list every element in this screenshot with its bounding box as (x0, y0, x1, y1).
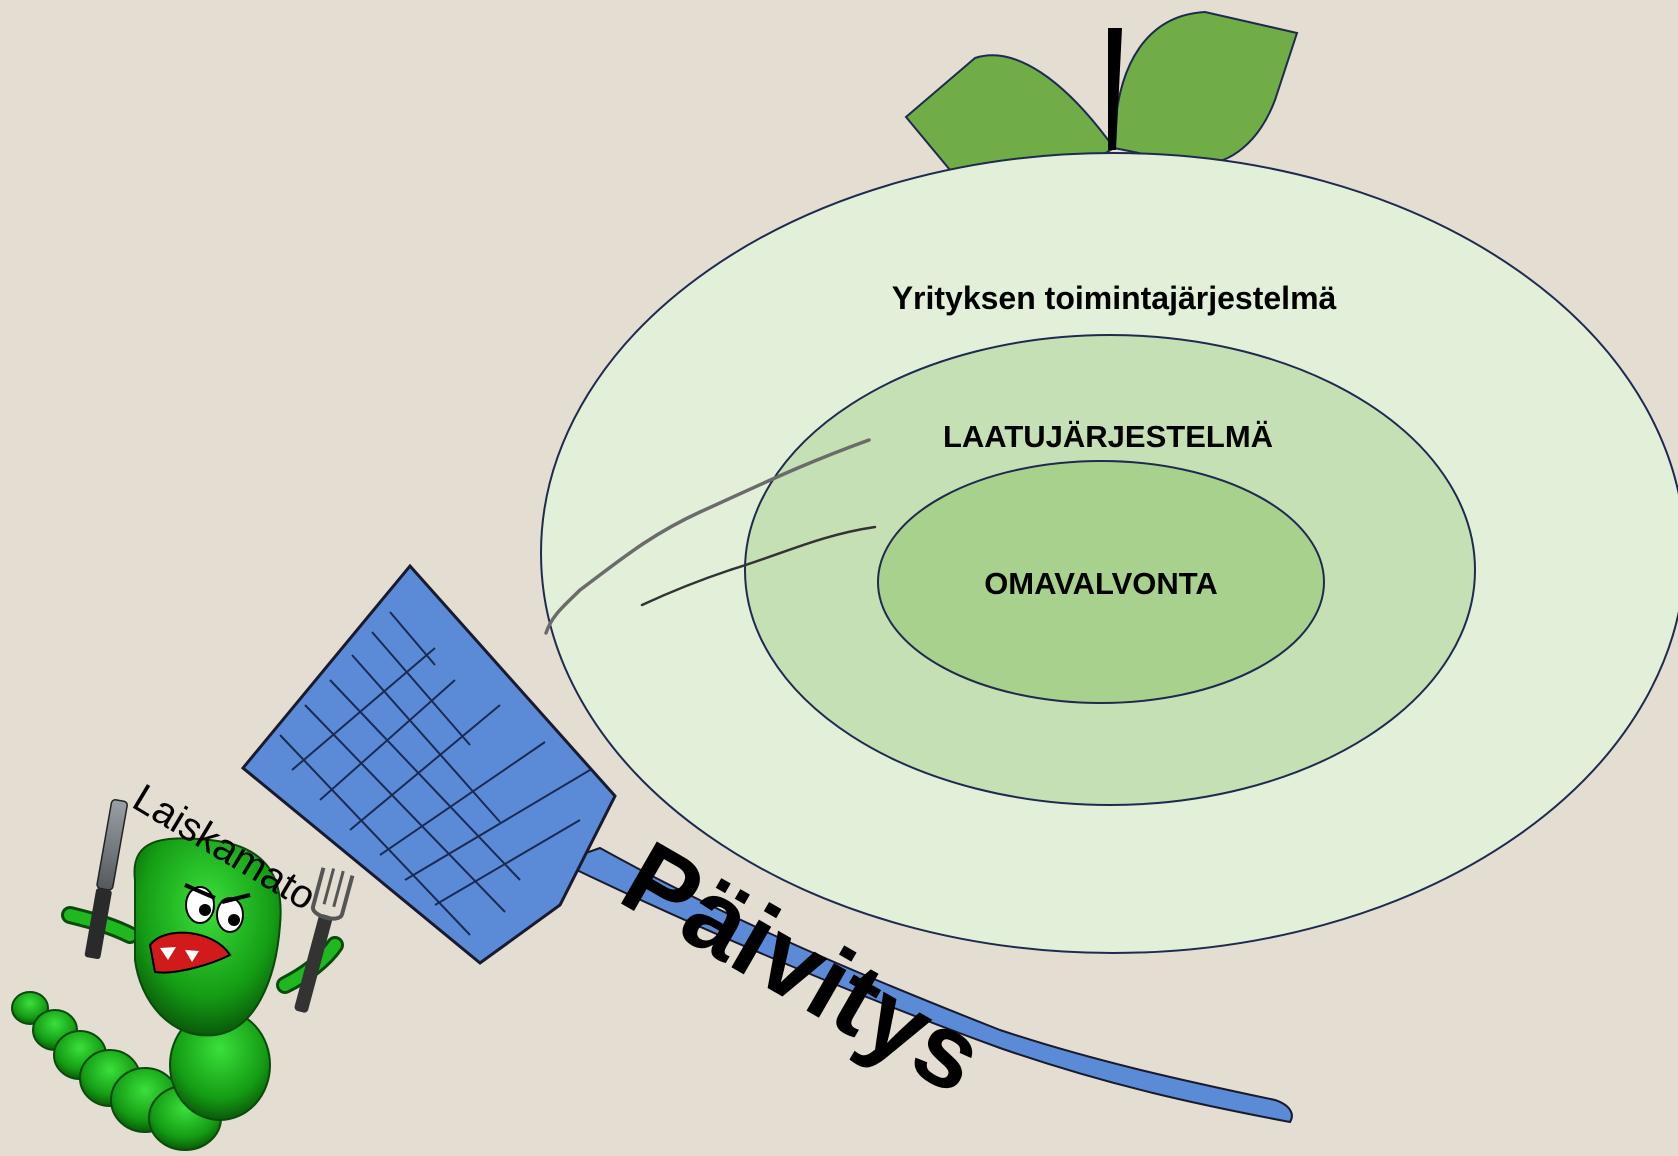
outer-label: Yrityksen toimintajärjestelmä (892, 280, 1337, 316)
fly-swatter-icon (240, 563, 1293, 1124)
fork-icon (294, 867, 355, 1013)
middle-label: LAATUJÄRJESTELMÄ (943, 419, 1273, 454)
knife-icon (84, 799, 128, 960)
worm-character-icon (11, 837, 344, 1151)
stem-icon (1108, 28, 1122, 150)
inner-ellipse (877, 460, 1325, 704)
inner-label: OMAVALVONTA (984, 566, 1218, 601)
motion-lines (544, 438, 877, 635)
